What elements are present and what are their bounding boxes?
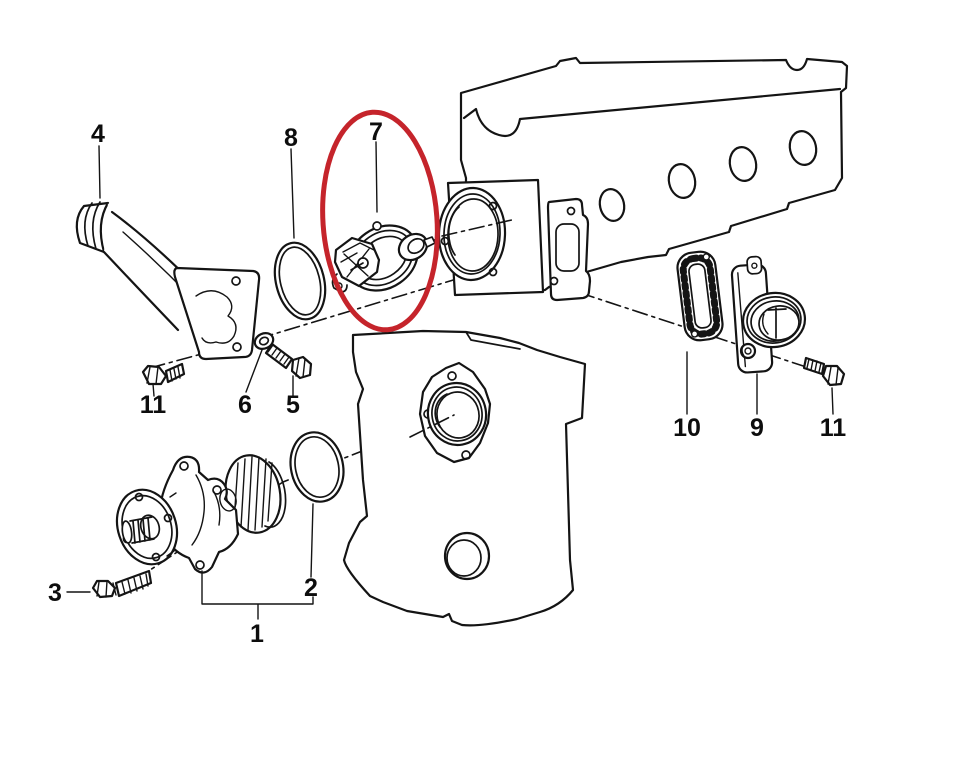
washer-6 [253, 332, 275, 350]
thermostat-stub [397, 232, 429, 262]
o-ring [289, 431, 345, 503]
callout-10: 10 [673, 414, 701, 442]
callout-6: 6 [238, 391, 252, 419]
bolt-3 [91, 569, 153, 599]
callout-8: 8 [284, 124, 298, 152]
head-port-2 [667, 163, 697, 199]
pump-pulley-flange [115, 488, 179, 566]
leader-lines [66, 141, 834, 620]
bolt-5-head [290, 355, 313, 380]
pump-impeller-drum [224, 454, 282, 534]
pump-ear-hole [179, 461, 189, 471]
head-port-3 [728, 146, 758, 182]
callout-9: 9 [750, 414, 764, 442]
callout-7: 7 [369, 118, 383, 146]
bolt-11-right [802, 356, 846, 387]
head-mount-plate [546, 197, 592, 302]
callout-11-right: 11 [820, 414, 847, 442]
leader-2 [310, 503, 314, 578]
callout-11-left: 11 [140, 391, 167, 419]
callout-4: 4 [91, 120, 105, 148]
gasket-10 [676, 250, 724, 342]
bolt-11-left [141, 362, 186, 386]
callout-2: 2 [304, 574, 318, 602]
axis-over-flange [441, 218, 517, 237]
bracket-1 [201, 570, 314, 620]
leader-6 [245, 349, 263, 393]
bolt-3-thread [114, 569, 153, 598]
callout-labels: 4 8 7 11 6 5 10 9 11 3 2 1 [48, 118, 846, 648]
flange-bolt-hole [488, 201, 498, 211]
housing-bolt-hole [739, 342, 757, 360]
head-mount-window [555, 223, 580, 272]
callout-3: 3 [48, 579, 62, 607]
leader-11-left [152, 383, 155, 397]
axis-over-boss [409, 414, 455, 438]
leader-11-right [831, 387, 834, 415]
housing-9 [730, 255, 807, 374]
thermostat-vent-pin [372, 221, 382, 231]
bolt-5 [264, 342, 313, 380]
head-top-edge [462, 87, 842, 137]
pump-ear-hole [212, 485, 222, 495]
flange-bolt-hole [488, 267, 498, 277]
callout-5: 5 [286, 391, 300, 419]
inlet-pipe [75, 201, 261, 361]
timing-cover [342, 329, 587, 627]
gasket-8 [273, 241, 327, 321]
water-pump [115, 454, 287, 574]
head-port-1 [598, 188, 626, 222]
callout-1: 1 [250, 620, 264, 648]
leader-4 [98, 145, 101, 199]
highlight-ellipse [320, 109, 440, 333]
pipe-flange-plate [173, 266, 261, 361]
pump-ear-hole [195, 560, 205, 570]
pump-shaft [129, 516, 155, 544]
cylinder-head [437, 56, 849, 302]
leader-8 [290, 148, 295, 239]
flange-bolt-hole [440, 236, 450, 246]
leader-7 [375, 141, 378, 213]
pump-shaft-tip [121, 520, 133, 544]
head-port-4 [788, 130, 818, 166]
